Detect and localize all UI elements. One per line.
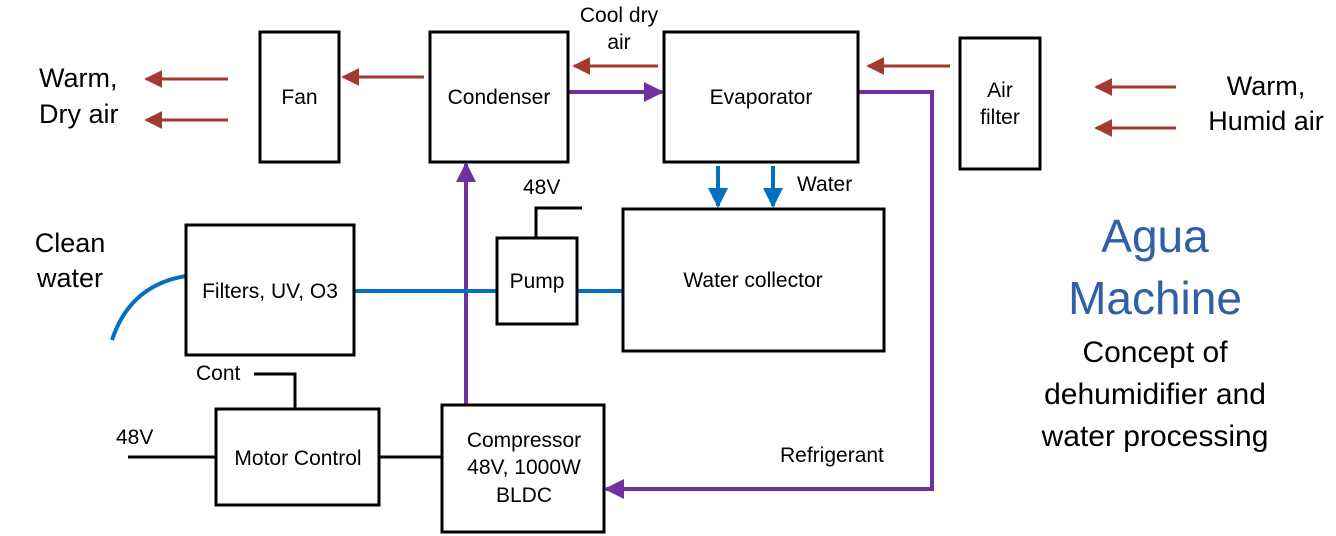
title-line2: Machine: [1068, 272, 1242, 324]
compressor-box: [440, 403, 606, 534]
warm-humid-air-label-line2: Humid air: [1208, 106, 1324, 136]
air-filter-box: [958, 36, 1042, 171]
title-line1: Agua: [1101, 210, 1209, 262]
compressor-label-line2: 48V, 1000W: [467, 456, 581, 479]
refrigerant-label: Refrigerant: [780, 444, 884, 467]
subtitle-line1: Concept of: [1082, 336, 1228, 369]
subtitle-line3: water processing: [1041, 420, 1269, 453]
pump-power-wire: [534, 206, 582, 238]
air-filter-label-line1: Air: [987, 79, 1013, 102]
compressor-label-line1: Compressor: [467, 429, 581, 452]
filters-box: [184, 223, 356, 357]
condenser-box: [428, 30, 570, 164]
cool-dry-air-label-line1: Cool dry: [580, 4, 659, 27]
motor-control-box: [214, 407, 381, 507]
pump-voltage-label: 48V: [523, 176, 560, 199]
clean-water-outlet-curve: [110, 274, 187, 341]
water-collector-box: [621, 207, 886, 353]
warm-dry-air-label-line2: Dry air: [39, 99, 119, 129]
motor-control-label: Motor Control: [234, 447, 361, 470]
pump-label: Pump: [510, 270, 565, 293]
clean-water-label-line2: water: [36, 263, 103, 293]
air-filter-label-line2: filter: [980, 106, 1020, 129]
subtitle-line2: dehumidifier and: [1044, 378, 1266, 411]
warm-dry-air-label-line1: Warm,: [39, 63, 117, 93]
refrigerant-line-evaporator-to-compressor: [604, 90, 934, 499]
cont-wire: [254, 372, 297, 409]
cont-label: Cont: [196, 362, 241, 385]
pump-box: [495, 236, 579, 326]
compressor-label-line3: BLDC: [496, 484, 552, 507]
water-collector-label: Water collector: [683, 269, 822, 292]
fan-box: [258, 30, 341, 164]
condenser-label: Condenser: [448, 86, 551, 109]
motor-voltage-label: 48V: [116, 426, 153, 449]
clean-water-label-line1: Clean: [35, 228, 106, 258]
water-label: Water: [797, 173, 852, 196]
fan-label: Fan: [281, 86, 317, 109]
cool-dry-air-label-line2: air: [607, 31, 630, 54]
filters-label: Filters, UV, O3: [202, 280, 338, 303]
warm-humid-air-label-line1: Warm,: [1227, 71, 1305, 101]
evaporator-label: Evaporator: [710, 86, 813, 109]
evaporator-box: [662, 30, 860, 164]
